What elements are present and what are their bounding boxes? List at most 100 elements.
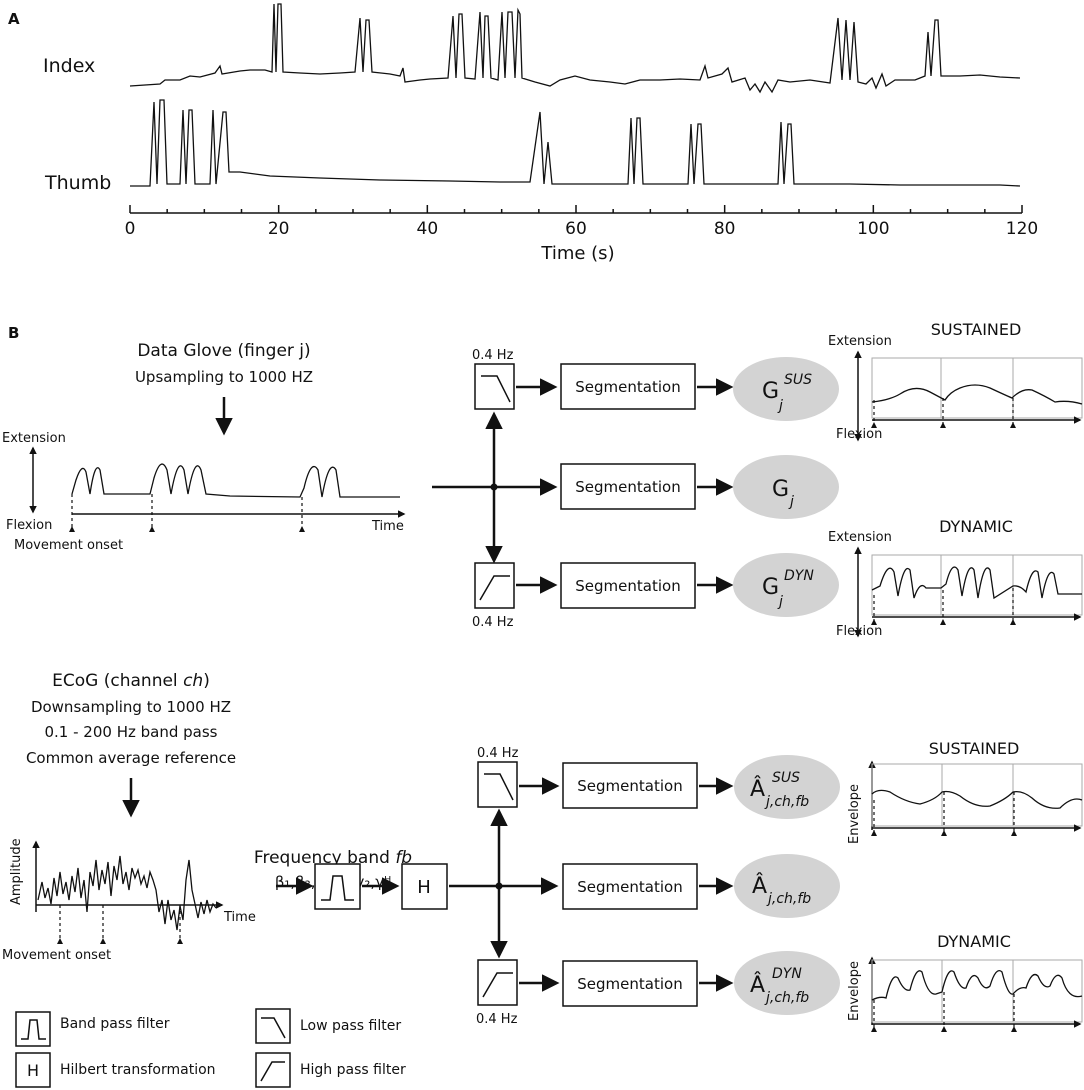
glove-sus-extension: Extension: [828, 334, 892, 349]
g-output: [733, 455, 839, 519]
a-dyn-sub: j,ch,fb: [764, 990, 809, 1006]
glove-onset-markers: [69, 526, 305, 532]
a-dyn-output: [734, 951, 840, 1015]
g-sub: j: [788, 494, 794, 510]
legend-hilbert-symbol: H: [27, 1061, 39, 1080]
glove-dyn-extension: Extension: [828, 530, 892, 545]
ecog-sus-segmentation: [562, 762, 698, 809]
glove-sus-trace: [871, 384, 1083, 405]
ecog-trace: [37, 855, 217, 931]
ecog-dyn-segmentation-label: Segmentation: [577, 975, 682, 993]
glove-extension-label: Extension: [2, 431, 66, 446]
time-axis-label: Time (s): [540, 243, 614, 264]
a-sus-sub: j,ch,fb: [764, 794, 809, 810]
glove-highpass-filter: [474, 562, 515, 609]
index-trace-label: Index: [43, 55, 95, 77]
lowpass-icon: [484, 773, 514, 801]
ecog-dyn-envelope: Envelope: [847, 961, 862, 1021]
glove-dyn-segmentation: [560, 562, 696, 609]
ecog-dyn-trace: [871, 969, 1083, 1001]
highpass-icon: [479, 575, 510, 601]
g-dyn-sub: j: [777, 594, 783, 610]
g-sus-sub: j: [777, 398, 783, 414]
ecog-lowpass-freq: 0.4 Hz: [477, 746, 519, 761]
ecog-dyn-markers: [871, 1026, 1017, 1032]
ecog-dynamic-title: DYNAMIC: [937, 932, 1011, 951]
glove-sus-frame: [871, 357, 1083, 419]
ecog-line-1: Downsampling to 1000 HZ: [31, 698, 231, 716]
lowpass-icon: [481, 375, 511, 403]
glove-title: Data Glove (finger j): [137, 341, 310, 361]
highpass-icon: [260, 1061, 285, 1082]
lowpass-icon: [261, 1017, 286, 1039]
ecog-highpass-freq: 0.4 Hz: [476, 1012, 518, 1027]
glove-trace: [71, 463, 400, 498]
ecog-dyn-segmentation: [562, 960, 698, 1007]
panel-a-label: A: [8, 10, 20, 28]
g-sus-output: [733, 357, 839, 421]
a-symbol: Â: [752, 873, 767, 899]
legend-highpass-box: [255, 1052, 291, 1088]
glove-highpass-freq: 0.4 Hz: [472, 615, 514, 630]
hilbert-label: H: [417, 877, 431, 898]
bandpass-icon: [321, 875, 354, 901]
glove-dyn-trace: [871, 566, 1082, 600]
glove-flexion-label: Flexion: [6, 518, 52, 533]
ecog-sus-segmentation-label: Segmentation: [577, 777, 682, 795]
glove-sus-segmentation-label: Segmentation: [575, 378, 680, 396]
glove-time-label: Time: [371, 519, 404, 534]
bandpass-filter: [314, 863, 361, 910]
legend-bandpass-text: Band pass filter: [60, 1016, 170, 1032]
g-symbol: G: [772, 477, 789, 502]
glove-sus-flexion: Flexion: [836, 427, 882, 442]
hilbert-block: [401, 863, 448, 910]
thumb-trace: [130, 99, 1021, 187]
ecog-sus-markers: [871, 830, 1017, 836]
a-dyn-sup: DYN: [772, 966, 802, 982]
glove-lowpass-freq: 0.4 Hz: [472, 348, 514, 363]
ecog-sus-trace: [871, 789, 1083, 809]
ecog-highpass-filter: [477, 959, 518, 1006]
g-sus-sup: SUS: [784, 372, 812, 388]
glove-sus-segmentation: [560, 363, 696, 410]
glove-dynamic-title: DYNAMIC: [939, 517, 1013, 536]
glove-lowpass-filter: [474, 363, 515, 410]
g-dyn-output: [733, 553, 839, 617]
x-tick-label: 40: [417, 219, 439, 239]
ecog-title: ECoG (channel ch): [52, 671, 210, 691]
ecog-segmentation: [562, 863, 698, 910]
glove-segmentation-label: Segmentation: [575, 478, 680, 496]
glove-junction: [490, 483, 498, 491]
x-tick-label: 120: [1006, 219, 1038, 239]
ecog-lowpass-filter: [477, 761, 518, 808]
ecog-sustained-title: SUSTAINED: [929, 739, 1020, 758]
glove-dyn-markers: [871, 619, 1016, 625]
ecog-dyn-frame: [871, 959, 1083, 1023]
glove-sustained-title: SUSTAINED: [931, 320, 1022, 339]
thumb-trace-label: Thumb: [44, 172, 111, 194]
ecog-sus-envelope: Envelope: [847, 784, 862, 844]
legend-lowpass-text: Low pass filter: [300, 1018, 401, 1034]
glove-onset-label: Movement onset: [14, 538, 123, 553]
legend-hilbert-box: [15, 1052, 51, 1088]
glove-subtitle: Upsampling to 1000 HZ: [135, 368, 313, 386]
ecog-line-2: 0.1 - 200 Hz band pass: [45, 723, 218, 741]
glove-dyn-flexion: Flexion: [836, 624, 882, 639]
a-output: [734, 854, 840, 918]
ecog-amplitude-label: Amplitude: [9, 838, 24, 905]
a-sus-symbol: Â: [750, 776, 765, 802]
glove-sus-markers: [871, 422, 1016, 428]
ecog-junction: [495, 882, 503, 890]
x-tick-label: 0: [125, 219, 136, 239]
ecog-segmentation-label: Segmentation: [577, 878, 682, 896]
x-tick-label: 60: [565, 219, 587, 239]
g-sus-symbol: G: [762, 379, 779, 404]
index-trace: [129, 3, 1021, 94]
x-tick-label: 100: [857, 219, 889, 239]
glove-dyn-frame: [871, 554, 1083, 616]
x-tick-label: 20: [268, 219, 290, 239]
ecog-sus-frame: [871, 763, 1083, 827]
a-dyn-symbol: Â: [750, 972, 765, 998]
